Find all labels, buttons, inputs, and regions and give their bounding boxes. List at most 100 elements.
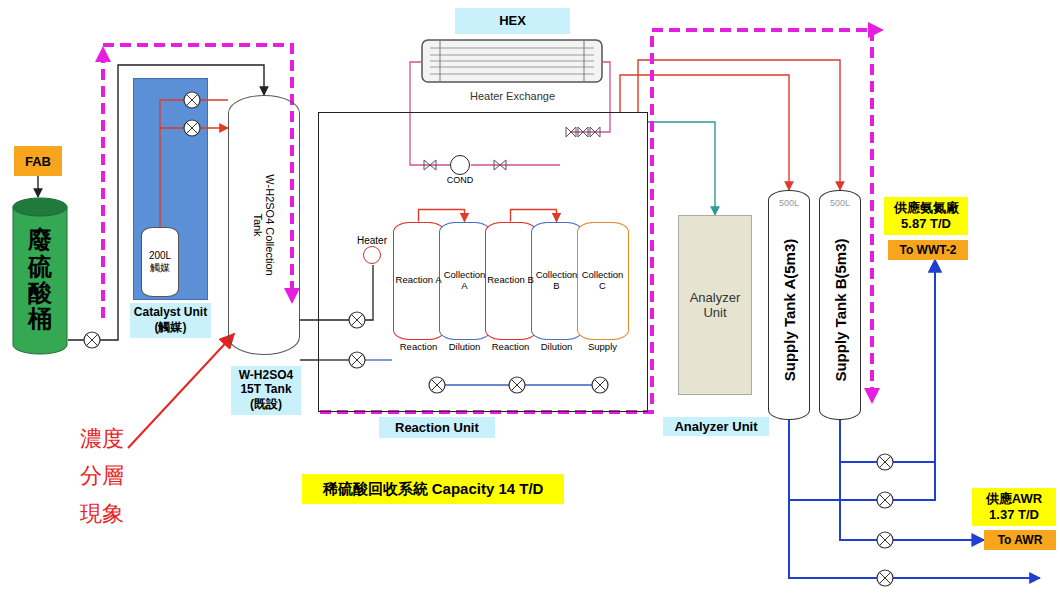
- pipe-connector: [37, 176, 38, 197]
- destination-tag: To AWR: [984, 530, 1056, 550]
- pipe-connector: [840, 420, 984, 540]
- drawing-part: [101, 54, 105, 318]
- drawing-part: [471, 164, 560, 165]
- drum-top: [13, 198, 67, 216]
- drawing-part: [494, 160, 506, 170]
- node-label: Reaction A: [396, 275, 442, 286]
- node-label: Reaction B: [487, 275, 533, 286]
- pump-body: [84, 332, 100, 348]
- drawing-part: [365, 359, 392, 360]
- source-box: FAB: [14, 146, 62, 176]
- node-label: Collection B: [532, 270, 582, 292]
- node-label: Analyzer Unit: [681, 290, 749, 320]
- vessel: Reaction BReaction: [485, 222, 537, 340]
- vessel: Collection BDilution: [531, 222, 583, 340]
- node-label: Supply Tank A(5m3): [781, 238, 798, 381]
- pump-mark: [880, 535, 890, 545]
- heat-exchanger: HEX Heater Exchange: [420, 8, 605, 102]
- pipe-connector: [638, 60, 840, 190]
- vessel: Reaction AReaction: [393, 222, 445, 340]
- callout-arrow: [128, 334, 234, 448]
- destination-tag: To WWT-2: [888, 240, 968, 260]
- analyzer-unit: Analyzer UnitAnalyzer Unit: [678, 215, 752, 395]
- pipe-connector: [419, 210, 465, 222]
- pump-mark: [352, 315, 362, 325]
- drawing-part: [318, 359, 349, 360]
- pump-symbol: [184, 120, 200, 136]
- node-label: HEX: [455, 8, 570, 34]
- node-label: Collection A: [440, 270, 490, 292]
- node-label: COND: [447, 175, 474, 185]
- pump-symbol: [877, 492, 893, 508]
- node-caption: Heater Exchange: [420, 90, 605, 102]
- pump-symbol: [429, 377, 445, 393]
- pump-mark: [87, 335, 97, 345]
- heater-symbol: Heater: [363, 246, 381, 264]
- pipe-connector: [648, 122, 715, 215]
- pump-mark: [880, 573, 890, 583]
- drawing-part: [365, 265, 373, 320]
- pump-body: [349, 352, 365, 368]
- node-label: 稀硫酸回收系統 Capacity 14 T/D: [323, 480, 544, 499]
- pipe-connector: [300, 359, 318, 360]
- vessel: Collection CSupply: [577, 222, 629, 340]
- pump-mark: [187, 95, 197, 105]
- drawing-part: [566, 127, 576, 137]
- pump-body: [429, 377, 445, 393]
- node-caption: Reaction: [492, 341, 530, 352]
- drawing-part: [870, 30, 874, 396]
- pump-body: [877, 570, 893, 586]
- drawing-part: [590, 127, 600, 137]
- capacity-banner: 稀硫酸回收系統 Capacity 14 T/D: [302, 474, 564, 504]
- pump-mark: [187, 123, 197, 133]
- pipe-connector: [789, 260, 935, 500]
- node-label: 200L 觸媒: [144, 250, 176, 275]
- drawing-part: [430, 74, 594, 75]
- node-label: W-H2SO4 Collection Tank: [252, 166, 276, 284]
- drawing-part: [584, 40, 585, 82]
- collection-tank: W-H2SO4 Collection TankW-H2SO4 15T Tank …: [228, 95, 300, 355]
- pump-symbol: [349, 352, 365, 368]
- pump-symbol: [592, 377, 608, 393]
- pump-body: [509, 377, 525, 393]
- node-label: FAB: [25, 154, 51, 169]
- supply-target: 供應氨氮廠 5.87 T/D: [884, 197, 968, 235]
- flow-path-highlight: [103, 30, 876, 412]
- pump-symbols: [84, 92, 893, 586]
- node-caption: 500L: [830, 198, 850, 208]
- pump-body: [184, 92, 200, 108]
- node-label: 供應AWR 1.37 T/D: [974, 491, 1054, 522]
- pump-symbol: [349, 312, 365, 328]
- pipe-connector: [511, 210, 557, 222]
- pump-mark: [432, 380, 442, 390]
- callout-note: 濃度分層現象: [80, 420, 124, 532]
- node-label: To AWR: [998, 533, 1043, 547]
- node-label: 廢硫酸桶: [28, 227, 52, 333]
- drawing-part: [430, 48, 594, 49]
- vessel: Collection ADilution: [439, 222, 491, 340]
- pump-symbol: [877, 454, 893, 470]
- drawing-part: [578, 127, 588, 137]
- pump-body: [877, 454, 893, 470]
- pump-body: [349, 312, 365, 328]
- pump-mark: [880, 457, 890, 467]
- catalyst-panel: [133, 78, 208, 300]
- drawing-part: [424, 160, 436, 170]
- node-label: Catalyst Unit (觸媒): [130, 303, 211, 338]
- pipe-connector: [68, 65, 264, 340]
- catalyst-tank: 200L 觸媒: [141, 227, 179, 297]
- node-label: Reaction Unit: [379, 417, 495, 438]
- pump-body: [184, 120, 200, 136]
- node-caption: Dilution: [449, 341, 481, 352]
- heat-exchanger-drawing: [422, 40, 602, 82]
- node-label: To WWT-2: [899, 243, 956, 257]
- pump-mark: [352, 355, 362, 365]
- drawing-part: [430, 61, 594, 62]
- pump-mark: [595, 380, 605, 390]
- node-caption: Analyzer Unit: [663, 417, 769, 436]
- reaction-unit: Reaction UnitCONDHeaterReaction AReactio…: [318, 112, 648, 412]
- pump-symbol: [184, 92, 200, 108]
- node-caption: 500L: [779, 198, 799, 208]
- process-piping: [160, 62, 1040, 578]
